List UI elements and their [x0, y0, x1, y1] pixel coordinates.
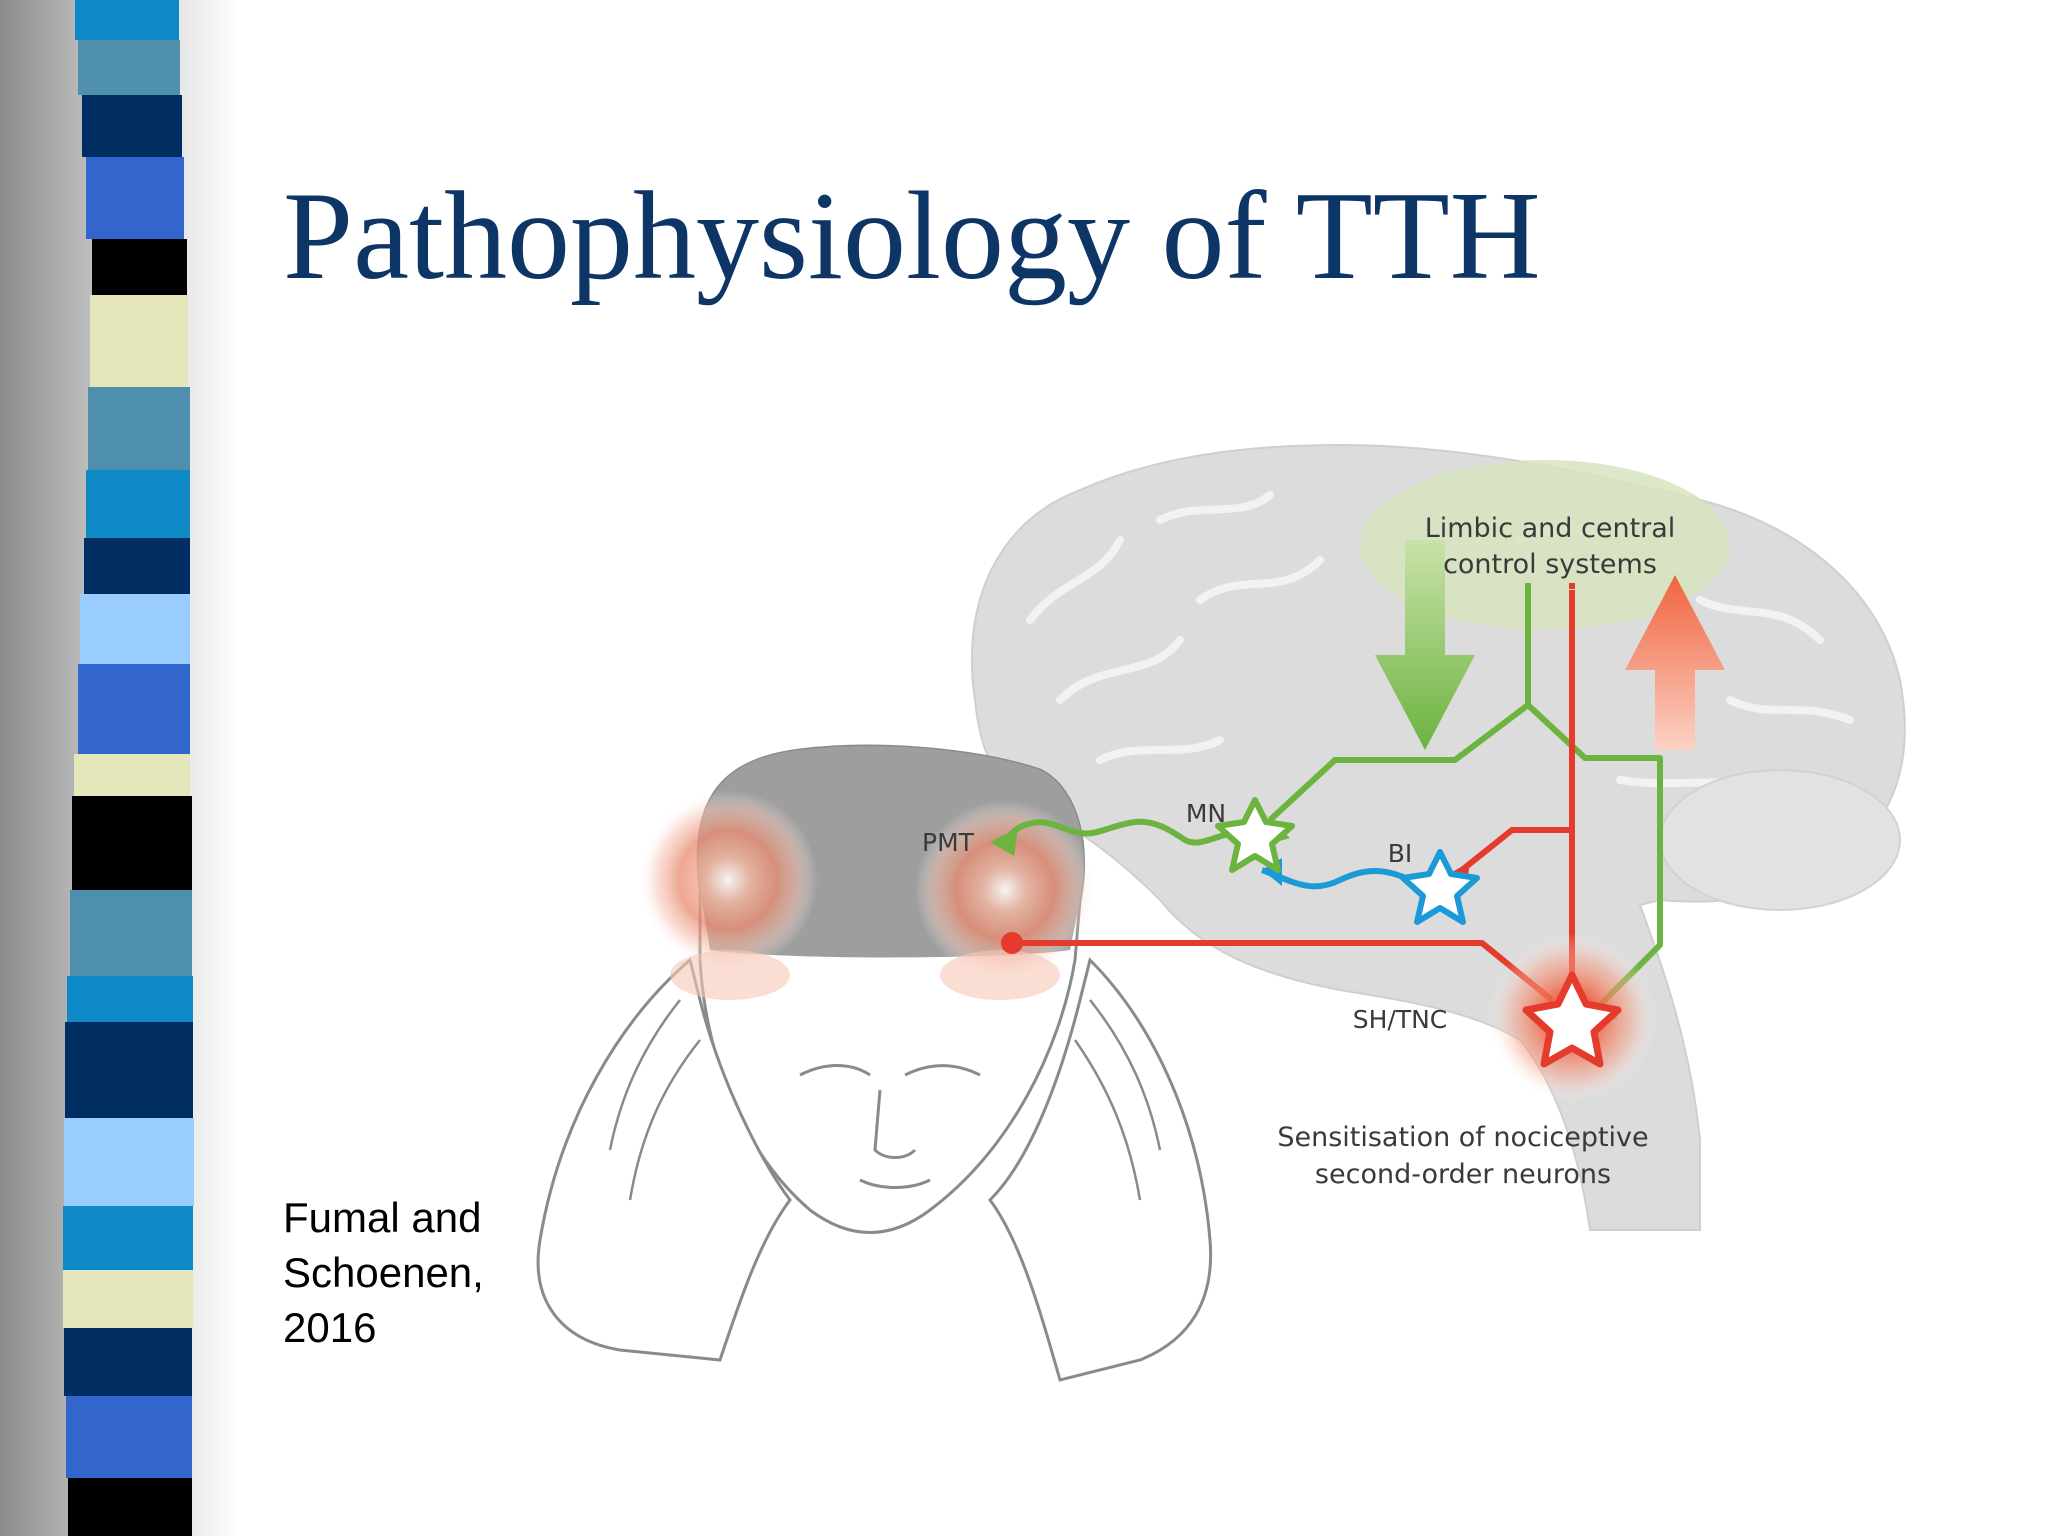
sensitisation-label-line-2: second-order neurons — [1315, 1159, 1611, 1190]
shtnc-label: SH/TNC — [1353, 1005, 1448, 1034]
bi-neuron — [1400, 849, 1480, 925]
tth-pathway-diagram: Limbic and central control systems MN PM… — [536, 443, 1906, 1382]
slide-title: Pathophysiology of TTH — [283, 167, 1541, 306]
descending-modulation-arrow — [1375, 540, 1475, 750]
blue-pathway — [1260, 867, 1412, 890]
limbic-label-line-2: control systems — [1443, 549, 1657, 580]
green-pathways — [999, 585, 1663, 1008]
mn-label: MN — [1186, 799, 1226, 828]
limbic-label-line-1: Limbic and central — [1425, 513, 1676, 544]
bi-label: BI — [1388, 839, 1413, 868]
mn-neuron — [1215, 797, 1295, 873]
citation-line-1: Fumal and — [283, 1194, 482, 1241]
citation-line-3: 2016 — [283, 1304, 377, 1351]
pmt-label: PMT — [922, 828, 975, 857]
citation: Fumal and Schoenen, 2016 — [283, 1190, 484, 1355]
limbic-region — [1360, 460, 1730, 630]
pmt-arrowhead — [990, 828, 1018, 856]
shtnc-neuron — [1487, 933, 1657, 1103]
red-origin-dot — [1001, 932, 1023, 954]
sensitisation-label-line-1: Sensitisation of nociceptive — [1277, 1122, 1648, 1153]
pain-glow-left — [638, 790, 818, 970]
decorative-stripe-bar — [0, 0, 240, 1536]
citation-line-2: Schoenen, — [283, 1249, 484, 1296]
pain-glow-right — [915, 800, 1095, 980]
ascending-pain-arrow — [1625, 575, 1725, 750]
head-illustration — [536, 744, 1213, 1382]
stripe-group — [63, 0, 194, 1536]
